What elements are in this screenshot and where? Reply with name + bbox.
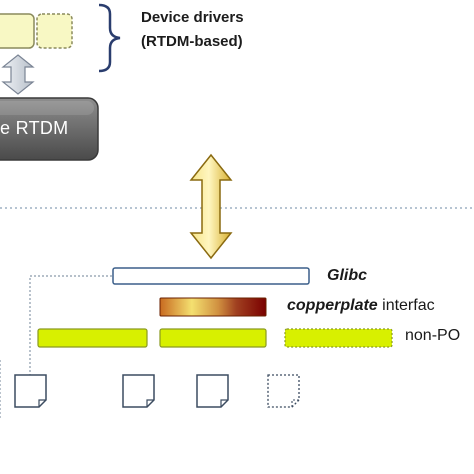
glibc-label: Glibc [327, 267, 368, 284]
non-posix-label: non-PO [405, 327, 461, 344]
driver-block-2 [36, 13, 73, 49]
lime-bar-1 [37, 328, 148, 348]
lime-bar-2 [159, 328, 267, 348]
document-icon [122, 374, 155, 408]
driver-block-1 [0, 13, 35, 49]
interface-label: interfac [377, 297, 435, 314]
rtdm-box-highlight [0, 101, 94, 115]
lime-bar-3 [284, 328, 393, 348]
copperplate-bar [159, 297, 267, 317]
glibc-bar [112, 267, 310, 285]
rtdm-box [0, 97, 99, 161]
up-down-arrow-icon [1, 54, 35, 95]
rtdm-based-label: (RTDM-based) [141, 33, 243, 50]
document-icon [196, 374, 229, 408]
device-drivers-label: Device drivers [141, 9, 244, 26]
curly-brace-icon [98, 3, 121, 73]
copperplate-label: copperplate [287, 297, 378, 314]
rtdm-box-label: e RTDM [0, 118, 69, 138]
document-icon [14, 374, 47, 408]
connector-line [29, 275, 112, 384]
copperplate-interface-label: copperplate interfac [287, 298, 435, 314]
document-icon [267, 374, 300, 408]
vertical-double-arrow-icon [189, 153, 233, 260]
